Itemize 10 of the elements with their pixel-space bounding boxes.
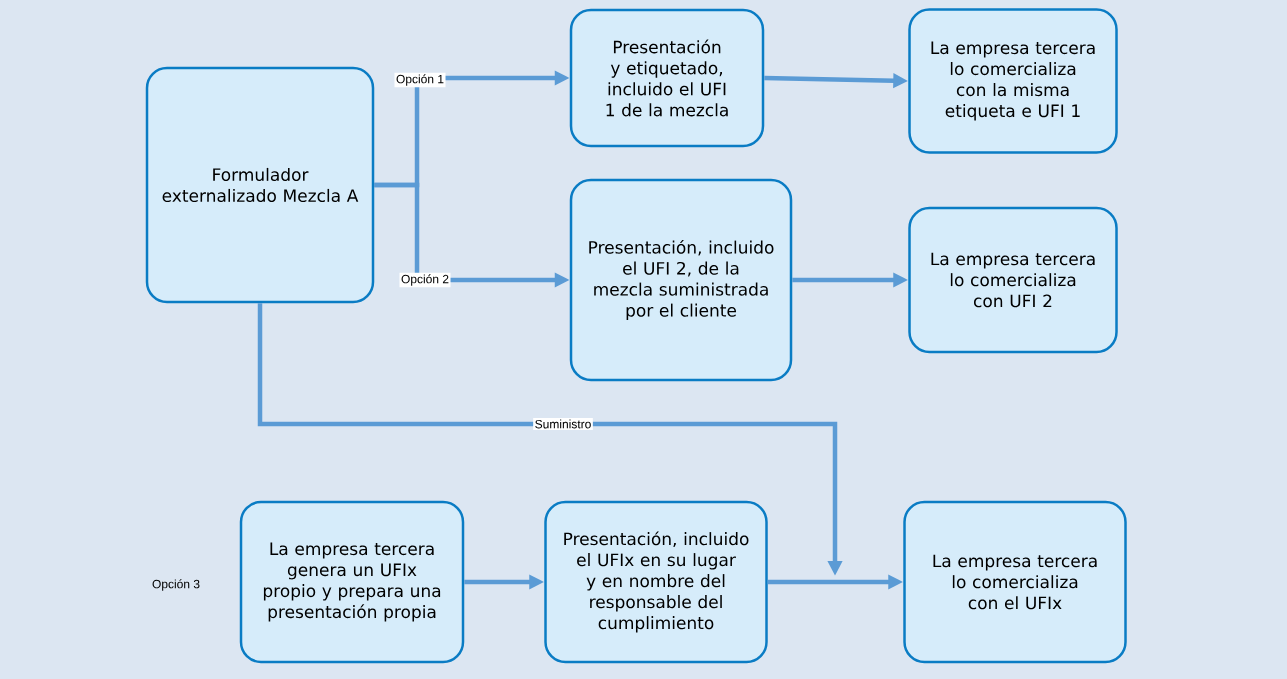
process-box: La empresa tercera lo comercializa con UFI 2 <box>908 206 1118 354</box>
edge-label: Suministro <box>533 418 593 430</box>
process-box: Presentación, incluido el UFI 2, de la mezcla suministrada por el cliente <box>569 178 793 382</box>
process-box: La empresa tercera lo comercializa con la misma etiqueta e UFI 1 <box>908 8 1118 154</box>
process-box: Formulador externalizado Mezcla A <box>145 66 375 304</box>
process-box: La empresa tercera genera un UFIx propio y prepara una presentación propia <box>239 500 465 664</box>
process-box: La empresa tercera lo comercializa con el UFIx <box>903 500 1127 664</box>
process-box: Presentación, incluido el UFIx en su lugar y en nombre del responsable del cumplimiento <box>544 500 768 664</box>
process-box: Presentación y etiquetado, incluido el UFI 1 de la mezcla <box>569 8 765 148</box>
option-label: Opción 3 <box>152 579 200 591</box>
